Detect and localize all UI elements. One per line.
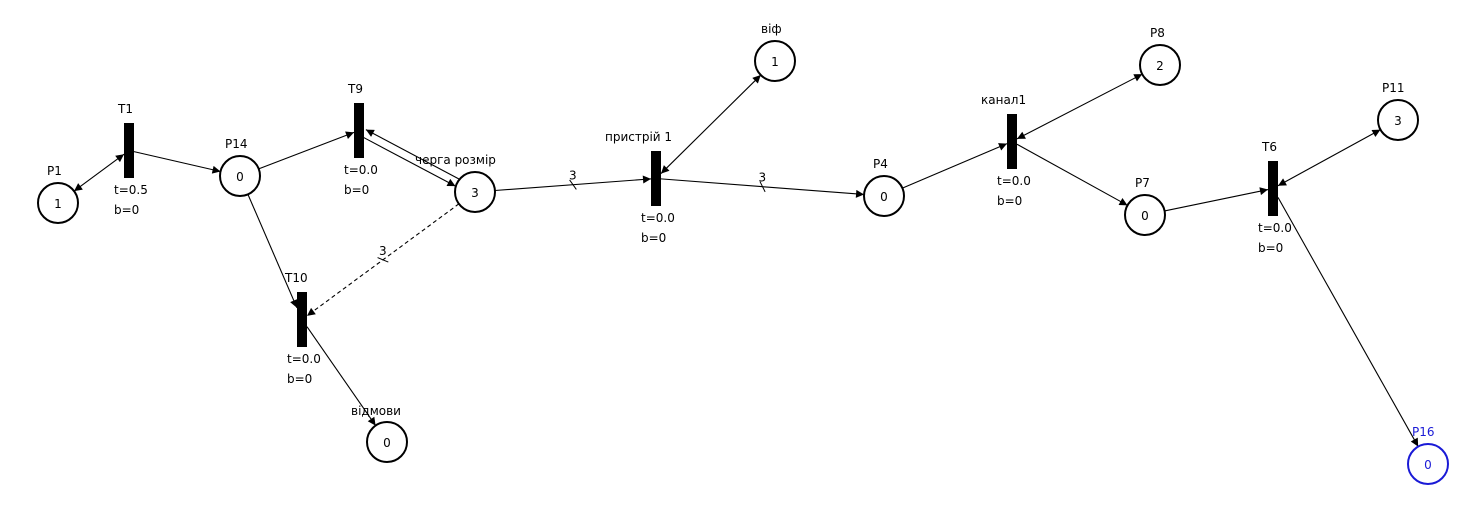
arc-kanal-P7[interactable]	[1016, 143, 1128, 206]
transition-priority: b=0	[344, 183, 369, 197]
transition-priority: b=0	[287, 372, 312, 386]
place-vidmovy[interactable]: 0 відмови	[351, 404, 408, 463]
transition-delay: t=0.0	[1258, 221, 1292, 235]
transition-bar[interactable]	[651, 151, 661, 206]
place-label: P7	[1135, 176, 1150, 190]
place-token-count: 0	[236, 170, 244, 184]
arc-weight-tick	[377, 257, 389, 263]
place-circle[interactable]	[1139, 44, 1181, 86]
transition-T9[interactable]: T9 t=0.0 b=0	[344, 82, 378, 197]
arc-P14-T9[interactable]	[258, 131, 355, 170]
place-token-count: 1	[771, 55, 779, 69]
transition-delay: t=0.0	[287, 352, 321, 366]
place-token-count: 0	[880, 190, 888, 204]
place-token-count: 2	[1156, 59, 1164, 73]
arc-pristriy-vif[interactable]	[660, 74, 762, 174]
arc-T6-P11[interactable]	[1277, 129, 1381, 187]
place-label: P14	[225, 137, 248, 151]
arc-T6-P16[interactable]	[1277, 197, 1419, 447]
transition-delay: t=0.0	[344, 163, 378, 177]
place-circle[interactable]	[366, 421, 408, 463]
transition-bar[interactable]	[1268, 161, 1278, 216]
place-circle[interactable]	[454, 171, 496, 213]
place-token-count: 1	[54, 197, 62, 211]
place-circle[interactable]	[219, 155, 261, 197]
arc-P7-T6[interactable]	[1164, 187, 1269, 212]
place-P8[interactable]: 2 P8	[1139, 26, 1181, 86]
place-label: P4	[873, 157, 888, 171]
arcs-layer: 3 3 3	[73, 73, 1419, 447]
place-circle[interactable]	[754, 40, 796, 82]
place-circle[interactable]	[1124, 194, 1166, 236]
place-P7[interactable]: 0 P7	[1124, 176, 1166, 236]
arc-P1-T1[interactable]	[73, 153, 125, 192]
place-token-count: 3	[471, 186, 479, 200]
arc-kanal-P8[interactable]	[1016, 73, 1143, 140]
place-token-count: 0	[1141, 209, 1149, 223]
place-label: P11	[1382, 81, 1405, 95]
transition-bar[interactable]	[354, 103, 364, 158]
place-label: відмови	[351, 404, 401, 418]
transition-label: канал1	[981, 93, 1026, 107]
place-P16[interactable]: 0 P16	[1407, 425, 1449, 485]
arc-T9-cherga[interactable]	[361, 136, 456, 187]
place-circle[interactable]	[863, 175, 905, 217]
place-label: черга розмір	[415, 153, 496, 167]
transition-T6[interactable]: T6 t=0.0 b=0	[1258, 140, 1292, 255]
arc-cherga-T9[interactable]	[365, 129, 460, 180]
transition-kanal[interactable]: канал1 t=0.0 b=0	[981, 93, 1031, 208]
place-vif[interactable]: 1 віф	[754, 22, 796, 82]
arc-weight-tick	[759, 181, 766, 193]
place-P1[interactable]: 1 P1	[37, 164, 79, 224]
place-label: віф	[761, 22, 782, 36]
transition-bar[interactable]	[124, 123, 134, 178]
arc-weight-label: 3	[759, 171, 767, 185]
place-P4[interactable]: 0 P4	[863, 157, 905, 217]
arc-P4-kanal[interactable]	[902, 143, 1008, 189]
transition-T1[interactable]: T1 t=0.5 b=0	[114, 102, 148, 217]
place-circle[interactable]	[1377, 99, 1419, 141]
transition-delay: t=0.0	[997, 174, 1031, 188]
transition-label: T6	[1261, 140, 1277, 154]
place-label: P16	[1412, 425, 1435, 439]
place-circle[interactable]	[37, 182, 79, 224]
place-label: P8	[1150, 26, 1165, 40]
arc-T1-P14[interactable]	[133, 151, 221, 174]
arc-weight-label: 3	[569, 169, 577, 183]
transition-delay: t=0.0	[641, 211, 675, 225]
arc-P14-T10[interactable]	[247, 194, 298, 309]
transition-bar[interactable]	[1007, 114, 1017, 169]
transition-bar[interactable]	[297, 292, 307, 347]
transition-priority: b=0	[114, 203, 139, 217]
place-token-count: 0	[383, 436, 391, 450]
transition-pristriy[interactable]: пристрій 1 t=0.0 b=0	[605, 130, 675, 245]
arc-weight-tick	[569, 179, 577, 190]
transition-label: T1	[117, 102, 133, 116]
transition-priority: b=0	[997, 194, 1022, 208]
transition-priority: b=0	[1258, 241, 1283, 255]
place-cherga[interactable]: 3 черга розмір	[415, 153, 496, 213]
place-circle[interactable]	[1407, 443, 1449, 485]
transition-label: T9	[347, 82, 363, 96]
transition-label: T10	[284, 271, 308, 285]
transition-T10[interactable]: T10 t=0.0 b=0	[284, 271, 321, 386]
transition-label: пристрій 1	[605, 130, 672, 144]
place-label: P1	[47, 164, 62, 178]
transition-priority: b=0	[641, 231, 666, 245]
place-token-count: 0	[1424, 458, 1432, 472]
arc-T10-vidmovy[interactable]	[306, 326, 377, 426]
arc-weight-label: 3	[379, 244, 387, 258]
place-token-count: 3	[1394, 114, 1402, 128]
place-P11[interactable]: 3 P11	[1377, 81, 1419, 141]
place-P14[interactable]: 0 P14	[219, 137, 261, 197]
transition-delay: t=0.5	[114, 183, 148, 197]
